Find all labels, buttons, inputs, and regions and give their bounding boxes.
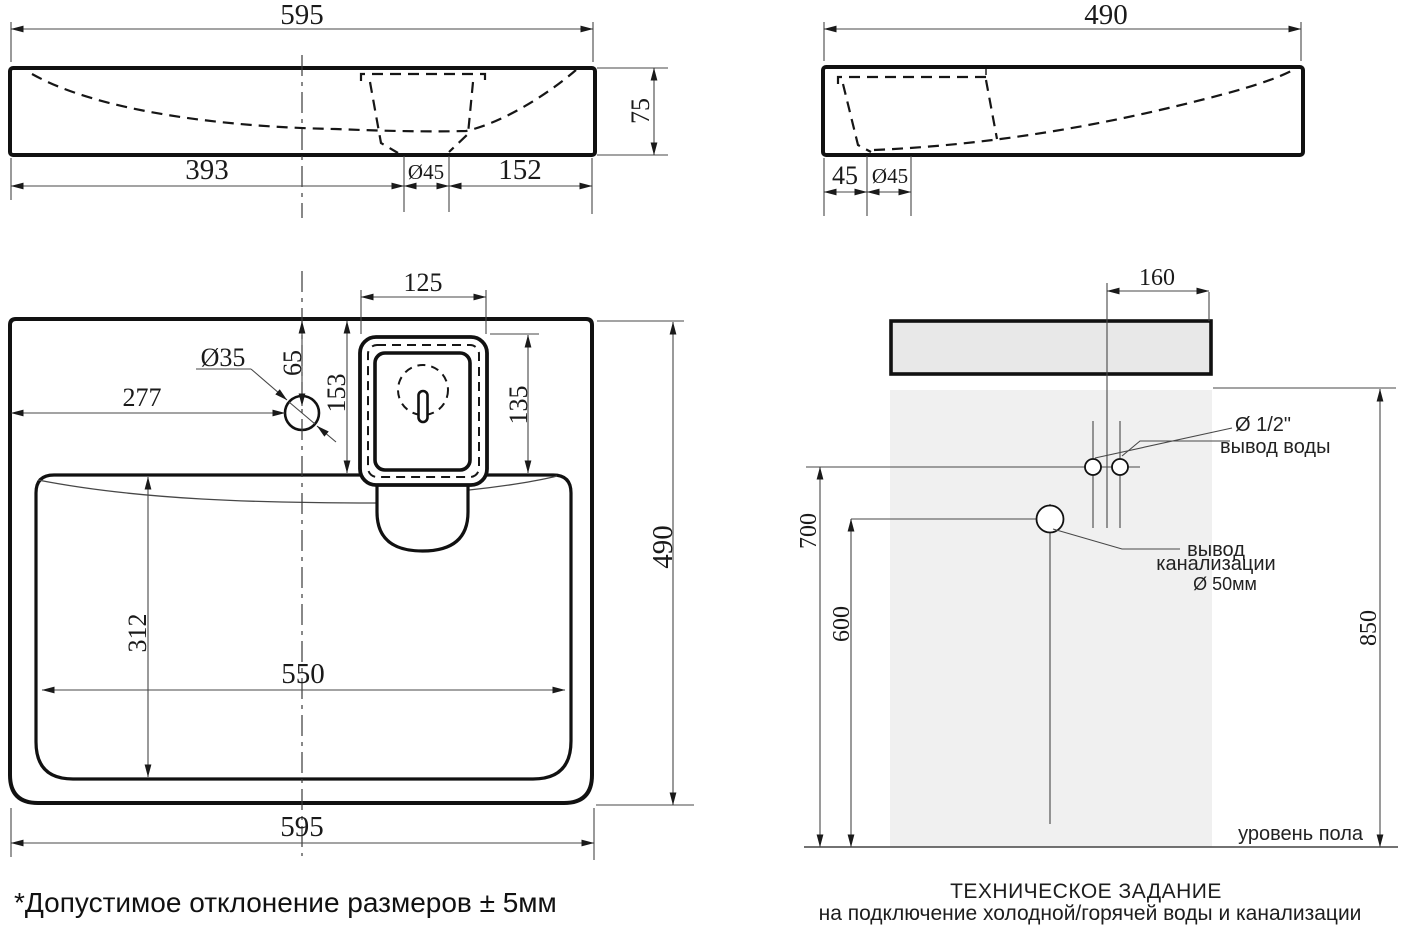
wall-zone <box>890 390 1212 847</box>
front-view: 595 75 393 Ø45 152 <box>8 0 668 218</box>
top-dim-depth: 490 <box>596 320 694 806</box>
side-dim-depth: 490 <box>823 0 1302 61</box>
installation-title: ТЕХНИЧЕСКОЕ ЗАДАНИЕ <box>950 880 1222 903</box>
front-dim-height: 75 <box>597 67 668 156</box>
water-outlets: Ø 1/2" вывод воды <box>806 414 1330 528</box>
water-outlet-right <box>1111 458 1129 476</box>
basin-depth-label: 312 <box>123 614 152 653</box>
overflow-from-back-label: 153 <box>322 374 351 413</box>
water-outlet-label: вывод воды <box>1220 436 1330 458</box>
overflow-tongue <box>375 481 470 553</box>
sewer-outlet: вывод канализации Ø 50мм <box>851 504 1276 824</box>
sewer-label-line1: вывод <box>1187 539 1245 561</box>
front-hidden-lines <box>31 69 577 154</box>
front-drain-right-label: 152 <box>498 154 542 186</box>
tolerance-note: *Допустимое отклонение размеров ± 5мм <box>14 887 557 918</box>
overflow-width-label: 125 <box>404 268 443 297</box>
top-dim-faucet-from-back: 65 <box>278 320 307 407</box>
basin-front-edge-left <box>37 479 377 504</box>
side-front-drain-label: 45 <box>832 161 858 190</box>
top-dim-basin-width: 550 <box>41 658 566 694</box>
water-outlet-left <box>1084 458 1102 476</box>
sewer-outlet-circle <box>1035 504 1065 534</box>
top-dim-overflow-from-back: 153 <box>322 320 351 474</box>
front-left-drain-label: 393 <box>185 154 229 186</box>
top-view: 125 65 153 135 Ø35 277 <box>8 268 694 860</box>
floor-level-label: уровень пола <box>1238 823 1364 845</box>
faucet-hole-callout: Ø35 <box>196 343 337 443</box>
overflow-box <box>358 335 489 487</box>
basin-outline <box>34 473 573 781</box>
rim-height-label: 850 <box>1356 610 1382 646</box>
basin-front-edge-right <box>468 475 558 491</box>
install-dim-water-offset: 160 <box>1106 265 1210 528</box>
installation-subtitle: на подключение холодной/горячей воды и к… <box>819 902 1362 925</box>
top-dim-basin-depth: 312 <box>123 476 152 778</box>
drain-hole-circle <box>397 364 449 416</box>
faucet-hole-label: Ø35 <box>201 343 246 372</box>
top-dim-overflow-width: 125 <box>360 268 487 334</box>
water-height-label: 700 <box>796 513 822 549</box>
front-drain-label: Ø45 <box>408 160 444 184</box>
sewer-label-line2: канализации <box>1156 553 1275 575</box>
front-dim-width: 595 <box>10 0 594 62</box>
front-width-label: 595 <box>280 0 324 31</box>
front-height-label: 75 <box>626 98 655 124</box>
water-offset-label: 160 <box>1139 265 1175 291</box>
water-size-label: Ø 1/2" <box>1235 414 1291 436</box>
installation-diagram: 160 Ø 1/2" вывод воды вывод канализации … <box>796 265 1398 925</box>
drain-slot <box>417 389 429 424</box>
side-dim-bottom: 45 Ø45 <box>823 156 912 216</box>
side-depth-label: 490 <box>1084 0 1128 31</box>
faucet-from-left-label: 277 <box>123 383 162 412</box>
front-dim-bottom: 393 Ø45 152 <box>10 154 593 214</box>
side-hidden-lines <box>836 67 1296 153</box>
top-depth-label: 490 <box>647 525 679 569</box>
top-dim-faucet-from-left: 277 <box>10 383 286 417</box>
sewer-size-label: Ø 50мм <box>1193 574 1257 594</box>
side-view: 490 45 Ø45 <box>821 0 1305 216</box>
faucet-from-back-label: 65 <box>278 350 307 376</box>
overflow-depth-label: 135 <box>504 386 533 425</box>
install-dim-rim-height: 850 <box>1213 387 1396 848</box>
install-dim-water-height: 700 <box>796 466 824 848</box>
top-dim-width: 595 <box>10 808 595 860</box>
side-body-outline <box>821 65 1305 157</box>
basin-width-label: 550 <box>281 658 325 690</box>
side-drain-label: Ø45 <box>872 164 908 188</box>
install-dim-sewer-height: 600 <box>829 518 855 848</box>
top-width-label: 595 <box>280 811 324 843</box>
sewer-height-label: 600 <box>829 606 855 642</box>
sink-silhouette <box>889 319 1213 376</box>
top-dim-overflow-depth: 135 <box>490 333 539 474</box>
